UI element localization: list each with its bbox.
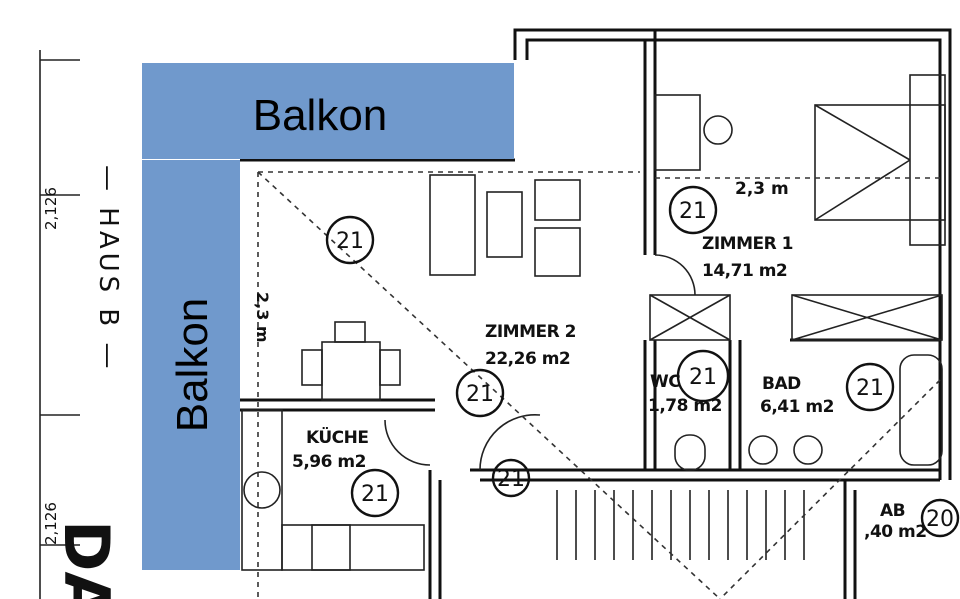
toilet <box>674 434 706 471</box>
room-name-zimmer2: ZIMMER 2 <box>485 322 576 342</box>
height-label: 2,3 m <box>253 292 272 343</box>
room-area-kueche: 5,96 m2 <box>292 452 366 472</box>
kitchen-counter <box>241 409 425 571</box>
balcony-label: Balkon <box>253 91 388 140</box>
door-swing <box>479 413 541 471</box>
chair <box>703 115 733 145</box>
svg-text:21: 21 <box>466 382 494 407</box>
building-letters: DA <box>50 520 123 599</box>
bathtub <box>899 354 943 466</box>
svg-text:21: 21 <box>497 467 525 492</box>
dining-table <box>301 321 401 401</box>
wardrobe <box>649 294 943 341</box>
marker: 21 <box>350 468 400 518</box>
dimension-label: 2,126 <box>42 502 60 545</box>
marker: 21 <box>491 458 531 498</box>
marker: 21 <box>668 185 718 235</box>
marker: 21 <box>325 215 375 265</box>
walls <box>240 28 952 599</box>
desk <box>654 94 701 171</box>
sofa <box>429 174 581 277</box>
room-name-bad: BAD <box>762 374 801 394</box>
room-area-zimmer1: 14,71 m2 <box>702 261 787 281</box>
svg-text:20: 20 <box>926 507 954 532</box>
room-name-wc: WC <box>650 372 680 392</box>
svg-text:21: 21 <box>679 199 707 224</box>
svg-text:21: 21 <box>689 365 717 390</box>
marker: 20 <box>920 498 960 538</box>
door-swing <box>654 254 696 296</box>
height-label: 2,3 m <box>735 179 789 199</box>
room-area-ab: ,40 m2 <box>864 522 927 542</box>
marker: 21 <box>845 362 895 412</box>
balcony-label: Balkon <box>168 298 217 433</box>
room-area-zimmer2: 22,26 m2 <box>485 349 570 369</box>
room-name-zimmer1: ZIMMER 1 <box>702 234 793 254</box>
slope-line <box>719 379 941 599</box>
slope-line <box>257 171 721 599</box>
svg-text:21: 21 <box>361 482 389 507</box>
bed <box>814 74 946 246</box>
balcony-left <box>142 160 240 570</box>
marker: 21 <box>676 349 730 403</box>
door-swing <box>384 419 431 466</box>
svg-text:21: 21 <box>336 229 364 254</box>
stairs <box>556 490 805 560</box>
room-name-kueche: KÜCHE <box>306 426 369 448</box>
dimension-label: 2,126 <box>42 187 60 230</box>
sink <box>748 435 778 465</box>
balcony-top <box>142 63 514 159</box>
room-area-bad: 6,41 m2 <box>760 397 834 417</box>
room-name-ab: AB <box>880 501 905 521</box>
dimension-line <box>39 50 80 599</box>
sink <box>793 435 823 465</box>
house-label: — HAUS B — <box>93 165 123 373</box>
svg-text:21: 21 <box>856 376 884 401</box>
marker: 21 <box>455 368 505 418</box>
